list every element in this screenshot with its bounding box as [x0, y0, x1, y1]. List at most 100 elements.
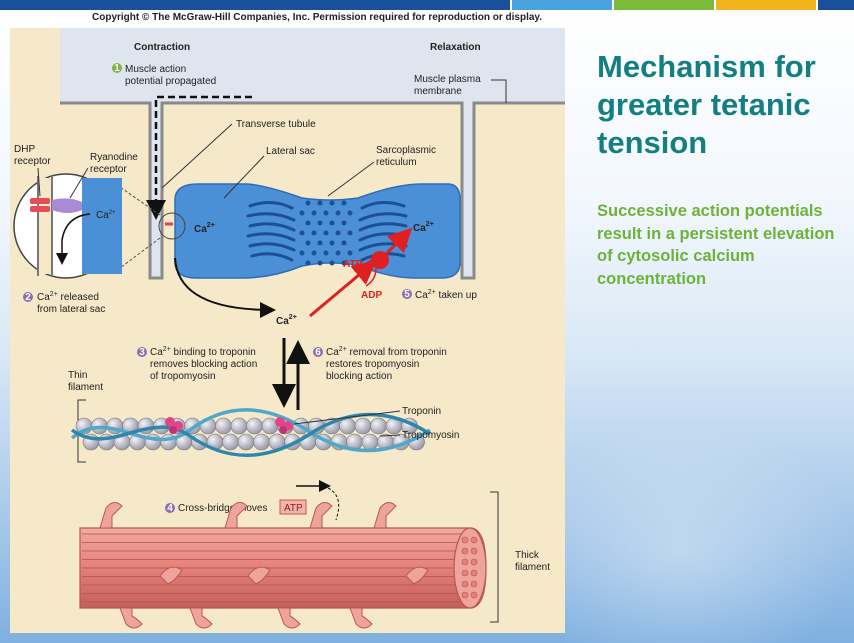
adp-label: ADP	[361, 290, 382, 301]
atp-box	[279, 499, 307, 515]
step-4-number: 4	[167, 503, 173, 514]
thick-filament-end-dot	[470, 547, 478, 555]
top-accent-bar-green	[614, 0, 714, 10]
actin-monomer	[354, 417, 372, 435]
myosin-head-side	[247, 566, 271, 585]
sr-pore	[329, 200, 335, 206]
muscle-plasma-membrane-line1: Muscle plasma	[414, 74, 481, 85]
slide-title: Mechanism for greater tetanic tension	[597, 49, 816, 160]
sr-pore	[311, 230, 317, 236]
step-6-badge	[313, 347, 323, 357]
troponin-label: Troponin	[402, 406, 441, 417]
actin-monomer	[230, 417, 248, 435]
step-6-line1: Ca2+ removal from troponin	[326, 346, 447, 358]
sr-pore	[347, 210, 353, 216]
actin-monomer	[222, 433, 239, 451]
lateral-sac-label: Lateral sac	[266, 146, 315, 157]
myosin-head-side	[159, 566, 183, 585]
tropomyosin-label: Tropomyosin	[402, 430, 459, 441]
sr-pore	[335, 230, 341, 236]
ryanodine-leader	[69, 167, 89, 199]
sr-pore	[329, 260, 335, 266]
sr-pore	[329, 240, 335, 246]
thick-filament-end-dot	[461, 591, 469, 599]
sr-pore	[305, 220, 311, 226]
step-3-callout: 3 Ca2+ binding to troponin removes block…	[137, 346, 257, 382]
step-1-badge	[112, 63, 122, 73]
membrane-leader-line	[491, 79, 507, 103]
ca-sr-left-label: Ca2+	[194, 222, 215, 235]
step-2-callout: 2 Ca2+ released from lateral sac	[23, 291, 105, 315]
top-accent-bar-navy	[0, 0, 510, 10]
sr-pore	[335, 250, 341, 256]
sr-pore	[305, 240, 311, 246]
step-4-badge	[165, 503, 175, 513]
sr-pore	[347, 230, 353, 236]
zoom-line-top	[119, 186, 161, 216]
sr-pore	[323, 210, 329, 216]
thick-filament-end-dot	[470, 580, 478, 588]
myosin-head-bottom	[349, 607, 373, 629]
step-3-number: 3	[139, 347, 145, 358]
triad-highlight-circle	[158, 212, 186, 240]
troponin-complex-left	[165, 417, 183, 434]
atp-label: ATP	[343, 259, 363, 270]
sr-pore	[347, 250, 353, 256]
thick-filament-end-dot	[470, 558, 478, 566]
step-6-number: 6	[315, 347, 321, 358]
sr-pore	[299, 250, 305, 256]
sr-tubules-left	[246, 201, 296, 262]
inset-ca-label: Ca2+	[96, 210, 116, 221]
ca-cytosol-label: Ca2+	[276, 314, 297, 327]
lateral-sac-leader	[223, 155, 265, 199]
sr-pore	[311, 250, 317, 256]
step-2-number: 2	[25, 292, 31, 303]
dhp-receptor-line1: DHP	[14, 144, 35, 155]
ryanodine-receptor-line1: Ryanodine	[90, 152, 138, 163]
thin-filament-line2: filament	[68, 382, 103, 393]
sr-pore	[317, 240, 323, 246]
sr-pore	[305, 200, 311, 206]
sr-pore	[335, 210, 341, 216]
sr-pore	[299, 230, 305, 236]
sr-pore	[299, 210, 305, 216]
muscle-contraction-figure: Copyright © The McGraw-Hill Companies, I…	[10, 10, 565, 633]
ca-release-arrow	[174, 257, 276, 318]
ryanodine-receptor-line2: receptor	[90, 164, 127, 175]
thick-filament-end-dot	[461, 569, 469, 577]
thick-filament-end-dot	[470, 536, 478, 544]
inset-lateral-sac	[82, 178, 122, 274]
thick-filament-end	[453, 527, 487, 609]
sr-label-line2: reticulum	[376, 157, 417, 168]
step-5-number: 5	[404, 289, 410, 300]
troponin-leader	[293, 410, 401, 425]
step-1-callout: 1 Muscle action potential propagated	[112, 63, 216, 87]
step-6-line3: blocking action	[326, 371, 392, 382]
actin-monomer	[215, 417, 232, 435]
step-1-line2: potential propagated	[125, 76, 216, 87]
cross-bridge-swing	[327, 487, 340, 521]
step-5-badge	[402, 289, 412, 299]
muscle-plasma-membrane-line2: membrane	[414, 86, 462, 97]
step-4-text: Cross-bridge moves	[178, 503, 267, 514]
inset-ca-release-arrow	[56, 213, 91, 265]
step-4-callout: 4 Cross-bridge moves	[165, 503, 267, 514]
step-5-callout: 5 Ca2+ taken up	[402, 289, 477, 301]
thick-filament-end-dot	[461, 580, 469, 588]
troponin-complex-right	[275, 417, 293, 434]
myosin-cross-bridges	[99, 502, 429, 629]
copyright-text: Copyright © The McGraw-Hill Companies, I…	[92, 12, 542, 23]
magnified-inset: Ca2+	[13, 173, 122, 279]
sr-pore	[311, 210, 317, 216]
step-2-line2: from lateral sac	[37, 304, 105, 315]
step-2-line1: Ca2+ released	[37, 291, 99, 303]
myosin-head-bottom	[277, 607, 301, 629]
step-1-line1: Muscle action	[125, 64, 186, 75]
thick-filament-end-dot	[461, 536, 469, 544]
thick-filament-line2: filament	[515, 562, 550, 573]
transverse-tubule-leader	[161, 123, 233, 189]
myosin-head-top	[99, 502, 123, 529]
adp-curve	[365, 267, 377, 287]
sr-pore	[341, 200, 347, 206]
thick-filament-bracket	[490, 491, 499, 623]
